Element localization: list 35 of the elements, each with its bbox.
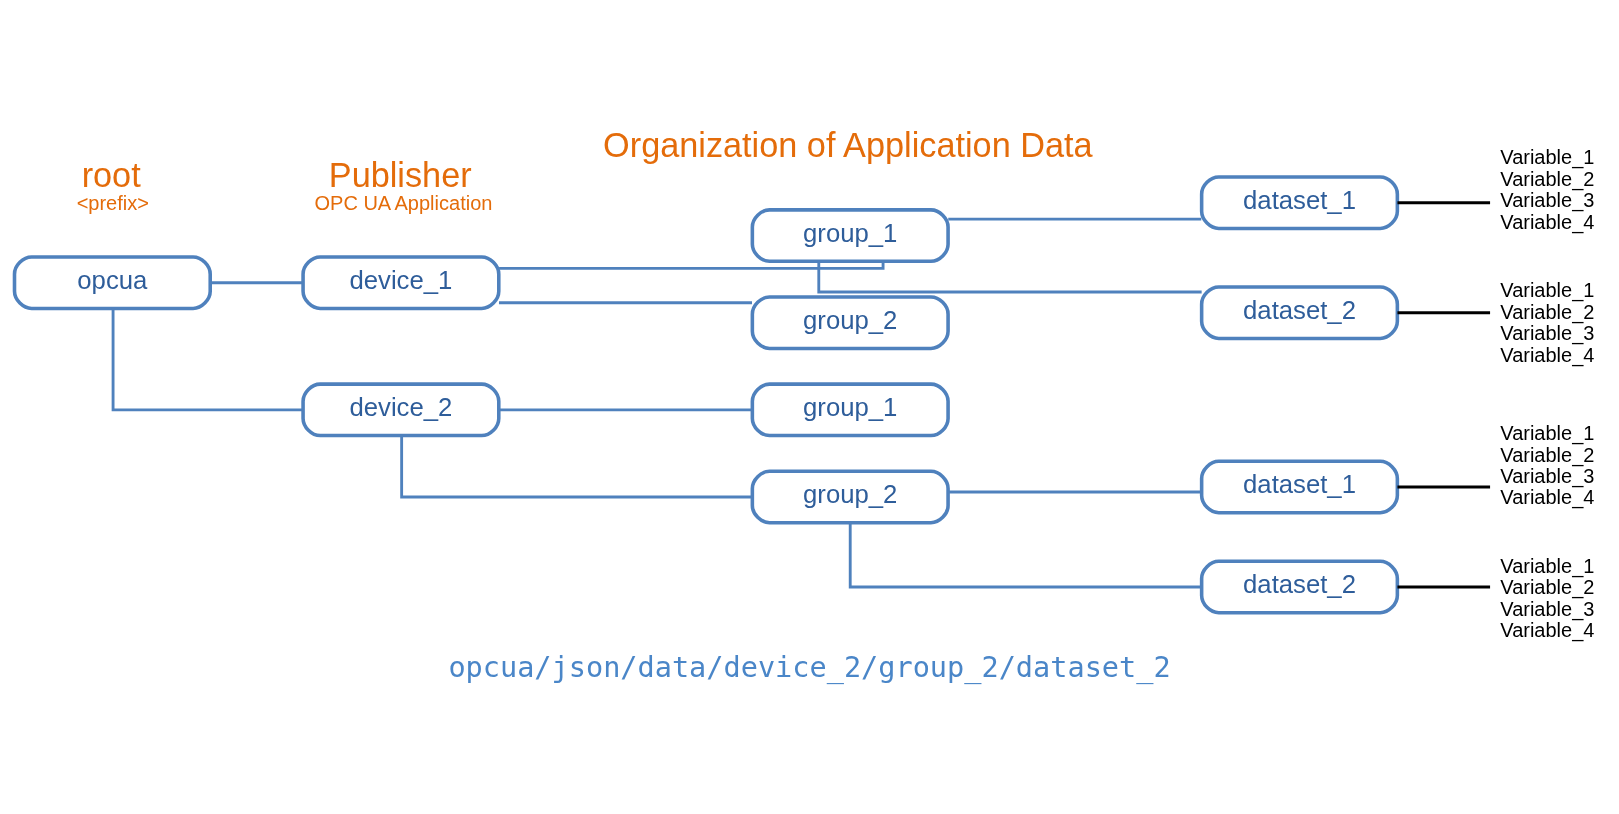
connector — [499, 261, 885, 270]
connector — [1397, 311, 1491, 315]
connector — [948, 490, 1202, 494]
connector — [1397, 585, 1491, 589]
node-box: dataset_1 — [1199, 175, 1400, 231]
connector — [400, 436, 753, 499]
node-box: opcua — [12, 255, 212, 311]
label: root — [81, 156, 141, 195]
node-box: group_2 — [750, 295, 950, 351]
node-text: Variable_1 Variable_2 Variable_3 Variable_4 — [1500, 422, 1595, 509]
connector — [498, 301, 752, 305]
node-text: Variable_1 Variable_2 Variable_3 Variable_4 — [1500, 279, 1595, 366]
node-box: device_1 — [301, 255, 501, 311]
label: Publisher — [328, 156, 472, 195]
connector — [498, 408, 752, 412]
node-box: dataset_2 — [1199, 285, 1400, 341]
connector — [111, 308, 303, 412]
label: OPC UA Application — [314, 192, 493, 215]
node-box: group_1 — [750, 208, 950, 264]
label: <prefix> — [76, 192, 149, 215]
connector — [1397, 201, 1491, 205]
node-box: device_2 — [301, 382, 501, 438]
node-text: Variable_1 Variable_2 Variable_3 Variable_4 — [1500, 146, 1595, 233]
node-box: group_1 — [750, 382, 950, 438]
node-text: Variable_1 Variable_2 Variable_3 Variable_4 — [1500, 555, 1595, 642]
label: opcua/json/data/device_2/group_2/dataset_2 — [448, 650, 1171, 684]
node-box: dataset_2 — [1199, 559, 1400, 615]
connector — [817, 261, 1202, 294]
node-box: dataset_1 — [1199, 459, 1400, 515]
connector — [948, 217, 1202, 221]
connector — [1397, 485, 1491, 489]
connector — [848, 523, 1202, 589]
label: Organization of Application Data — [603, 126, 1093, 165]
node-box: group_2 — [750, 469, 950, 525]
connector — [210, 281, 303, 285]
